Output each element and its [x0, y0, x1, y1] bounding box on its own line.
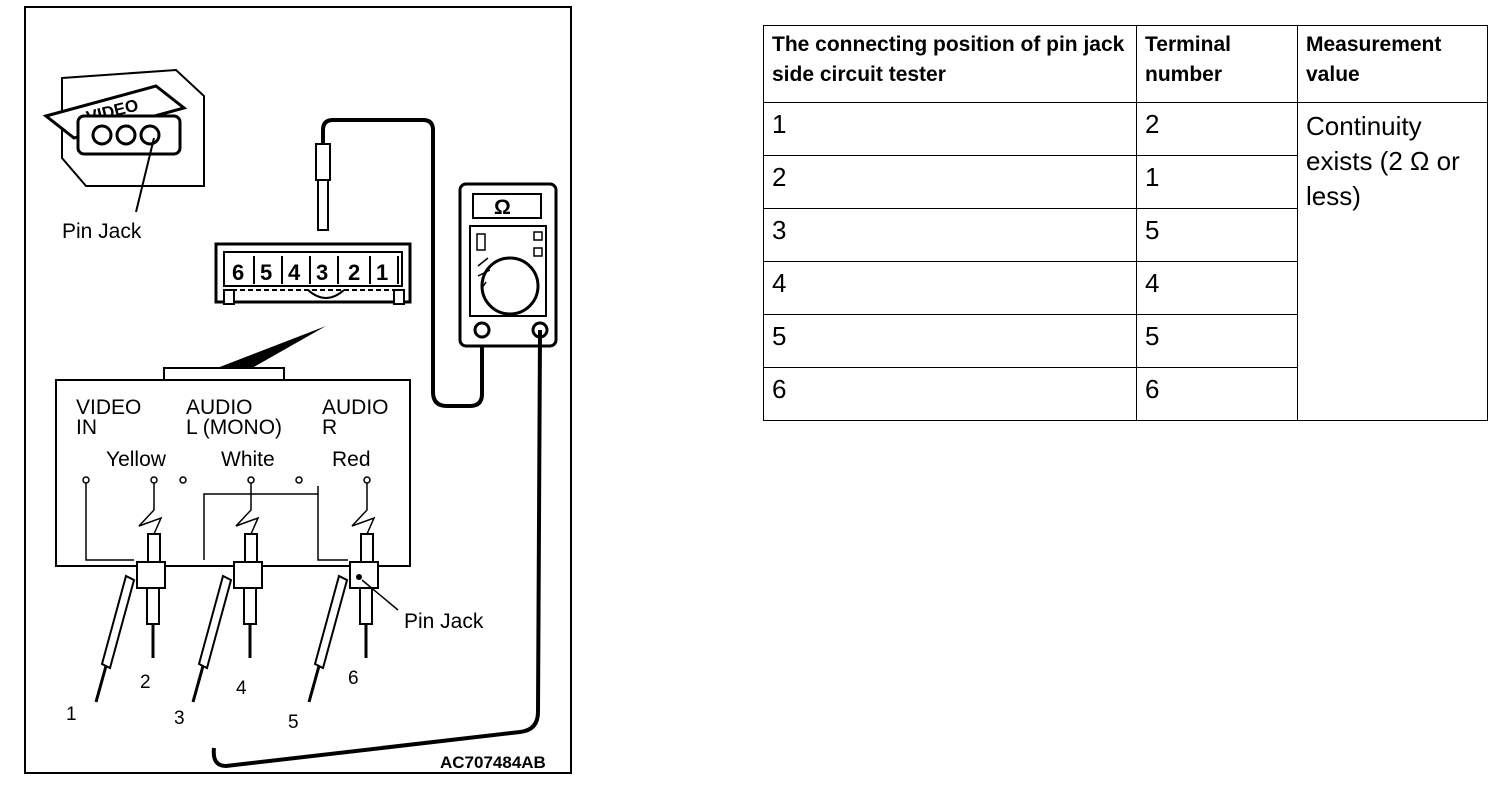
vehicle-pin-jack-illustration: VIDEO [42, 68, 205, 213]
probe-number: 1 [66, 704, 77, 725]
pin-jack-label-bottom: Pin Jack [404, 610, 484, 633]
tester-probe [191, 574, 233, 703]
header-measurement-value: Measurement value [1297, 25, 1488, 103]
probe-number: 4 [236, 678, 247, 699]
cell-position: 1 [763, 102, 1137, 156]
cell-terminal: 2 [1136, 102, 1298, 156]
probe-number: 6 [348, 668, 359, 689]
input-color-label: Red [332, 448, 371, 471]
meter-lead-lower [211, 329, 542, 769]
probe-number: 2 [140, 672, 151, 693]
cell-measurement-value: Continuity exists (2 Ω or less) [1297, 102, 1488, 421]
cell-terminal: 1 [1136, 155, 1298, 209]
meter-terminal-left [473, 321, 491, 339]
cell-position: 2 [763, 155, 1137, 209]
probe-number: 5 [288, 712, 299, 733]
input-label-line1: AUDIO [186, 396, 253, 419]
multimeter: Ω [458, 182, 558, 348]
pin-jack-2 [179, 476, 263, 658]
connector-pin-label: 2 [348, 260, 360, 285]
internal-wiring [85, 482, 348, 561]
cell-terminal: 5 [1136, 208, 1298, 262]
figure-code: AC707484AB [440, 753, 546, 772]
pin-jack-3 [295, 476, 379, 658]
tester-probe [94, 574, 136, 703]
detail-leader [212, 326, 326, 376]
meter-lead-upper [321, 118, 484, 408]
tester-probe [307, 574, 349, 703]
connector-pin-label: 6 [232, 260, 244, 285]
input-label-line2: IN [76, 416, 97, 439]
input-label-line1: VIDEO [76, 396, 141, 419]
probe-number: 3 [174, 708, 185, 729]
cell-terminal: 4 [1136, 261, 1298, 315]
pin-jack-label-top: Pin Jack [62, 220, 142, 243]
connector-pin-label: 5 [260, 260, 272, 285]
pin-jack-panel [55, 367, 411, 567]
cell-position: 5 [763, 314, 1137, 368]
measurement-table: The connecting position of pin jack side… [763, 25, 1488, 421]
cell-terminal: 6 [1136, 367, 1298, 421]
cell-position: 3 [763, 208, 1137, 262]
input-label-line2: L (MONO) [186, 416, 282, 439]
header-connecting-position: The connecting position of pin jack side… [763, 25, 1137, 103]
connector-pin-label: 1 [376, 260, 388, 285]
table-header-row: The connecting position of pin jack side… [763, 25, 1488, 103]
input-label-line1: AUDIO [322, 396, 389, 419]
selector-dial [480, 256, 540, 316]
input-color-label: White [221, 448, 275, 471]
header-terminal-number: Terminal number [1136, 25, 1298, 103]
connector-pin-label: 4 [288, 260, 301, 285]
input-color-label: Yellow [106, 448, 167, 471]
ohm-symbol: Ω [494, 196, 511, 219]
input-label-line2: R [322, 416, 337, 439]
cell-position: 6 [763, 367, 1137, 421]
connector-pin-label: 3 [316, 260, 328, 285]
cell-position: 4 [763, 261, 1137, 315]
pin-jack-1 [82, 476, 166, 658]
cell-terminal: 5 [1136, 314, 1298, 368]
